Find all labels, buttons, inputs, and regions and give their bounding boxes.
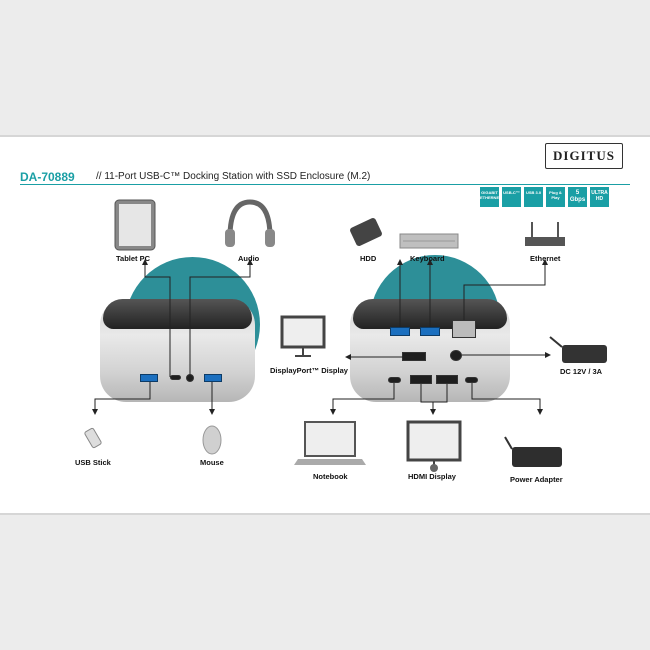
label-hdd: HDD xyxy=(360,254,377,263)
rear-hdmi-port-1 xyxy=(410,375,432,384)
rear-usb-c-port-2 xyxy=(465,377,478,383)
badge-plug-play: Plug & Play xyxy=(546,187,565,207)
product-title: // 11-Port USB-C™ Docking Station with S… xyxy=(96,171,371,182)
device-icons xyxy=(84,199,607,472)
label-mouse: Mouse xyxy=(200,458,224,467)
tablet-icon xyxy=(114,199,156,251)
label-tablet: Tablet PC xyxy=(116,254,151,263)
label-hdmi: HDMI Display xyxy=(408,472,456,481)
badge-usb-3: USB 3.0 xyxy=(524,187,543,207)
rear-usb-a-port-2 xyxy=(420,327,440,336)
hdd-icon xyxy=(350,218,382,246)
front-usb-a-port-2 xyxy=(204,374,222,382)
badge-usb-c: USB-C™ xyxy=(502,187,521,207)
power-adapter-icon xyxy=(504,436,562,467)
label-usb-stick: USB Stick xyxy=(75,458,111,467)
label-notebook: Notebook xyxy=(313,472,348,481)
header-divider xyxy=(20,184,630,185)
label-audio: Audio xyxy=(238,254,260,263)
label-displayport: DisplayPort™ Display xyxy=(270,366,348,375)
rear-hdmi-port-2 xyxy=(436,375,458,384)
model-code: DA-70889 xyxy=(20,170,75,184)
notebook-icon xyxy=(294,421,366,465)
label-keyboard: Keyboard xyxy=(410,254,445,263)
digitus-logo: DIGITUS xyxy=(545,143,623,169)
dock-front-lid xyxy=(103,299,252,329)
keyboard-icon xyxy=(399,233,459,249)
front-usb-a-port-1 xyxy=(140,374,158,382)
label-dc: DC 12V / 3A xyxy=(560,367,603,376)
front-usb-c-port xyxy=(170,375,181,380)
rear-ethernet-port xyxy=(452,320,476,338)
connection-lines xyxy=(92,259,551,415)
mouse-icon xyxy=(202,425,222,455)
displayport-monitor-icon xyxy=(280,315,326,357)
rear-usb-a-port-1 xyxy=(390,327,410,336)
rear-dc-input xyxy=(450,350,462,361)
hdmi-monitor-icon xyxy=(406,420,462,472)
router-icon xyxy=(525,222,565,246)
headphones-icon xyxy=(225,199,275,247)
label-power-adapter: Power Adapter xyxy=(510,475,563,484)
label-ethernet: Ethernet xyxy=(530,254,561,263)
rear-usb-c-port-1 xyxy=(388,377,401,383)
product-infographic: DIGITUS DA-70889 // 11-Port USB-C™ Docki… xyxy=(0,135,650,515)
dc-adapter-icon xyxy=(549,336,607,363)
usb-stick-icon xyxy=(84,427,102,449)
